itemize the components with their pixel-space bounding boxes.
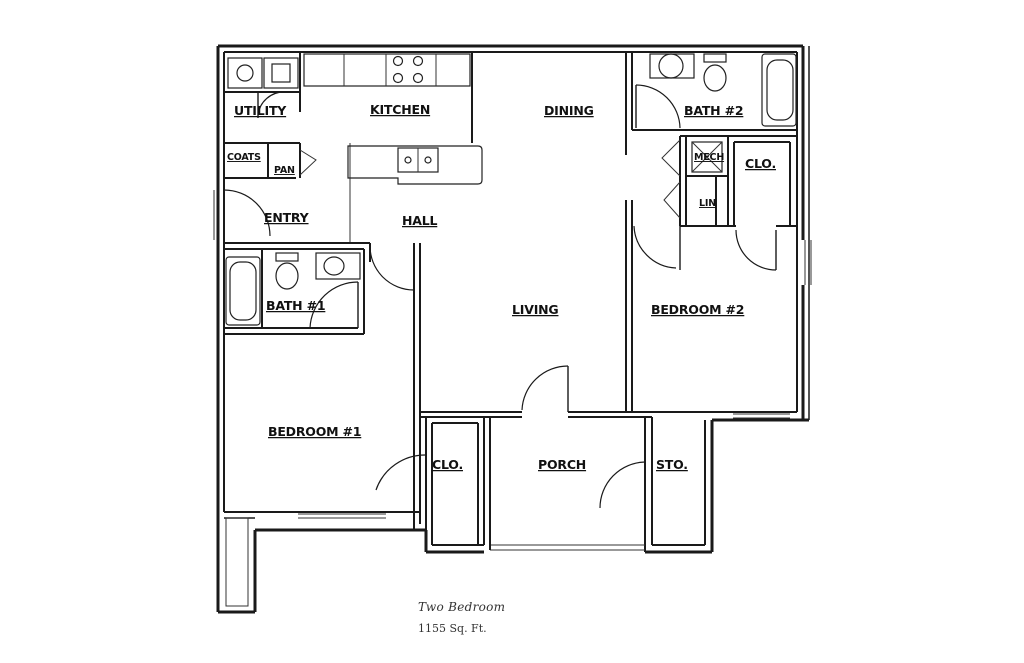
room-label-porch: PORCH (538, 457, 586, 472)
room-labels: UTILITY KITCHEN DINING BATH #2 COATS PAN… (227, 102, 776, 472)
exterior-walls (216, 44, 810, 614)
room-label-living: LIVING (512, 302, 558, 317)
room-label-linen: LIN (699, 198, 716, 209)
room-label-bath2: BATH #2 (684, 103, 743, 118)
room-label-coats: COATS (227, 152, 261, 163)
room-label-mech: MECH (694, 152, 724, 163)
interior-walls (213, 52, 812, 530)
room-label-pan: PAN (274, 165, 295, 176)
room-label-bedroom2: BEDROOM #2 (651, 302, 744, 317)
fixtures (225, 53, 797, 326)
room-label-bath1: BATH #1 (266, 298, 325, 313)
room-label-closet-bedroom2: CLO. (745, 156, 776, 171)
room-label-closet-bedroom1: CLO. (432, 457, 463, 472)
room-label-hall: HALL (402, 213, 438, 228)
plan-area: 1155 Sq. Ft. (418, 622, 487, 635)
room-label-bedroom1: BEDROOM #1 (268, 424, 361, 439)
room-label-kitchen: KITCHEN (370, 102, 430, 117)
room-label-entry: ENTRY (264, 210, 310, 225)
room-label-dining: DINING (544, 103, 594, 118)
doors (223, 84, 777, 509)
room-label-storage: STO. (656, 457, 688, 472)
plan-title: Two Bedroom (418, 600, 506, 614)
room-label-utility: UTILITY (234, 103, 287, 118)
